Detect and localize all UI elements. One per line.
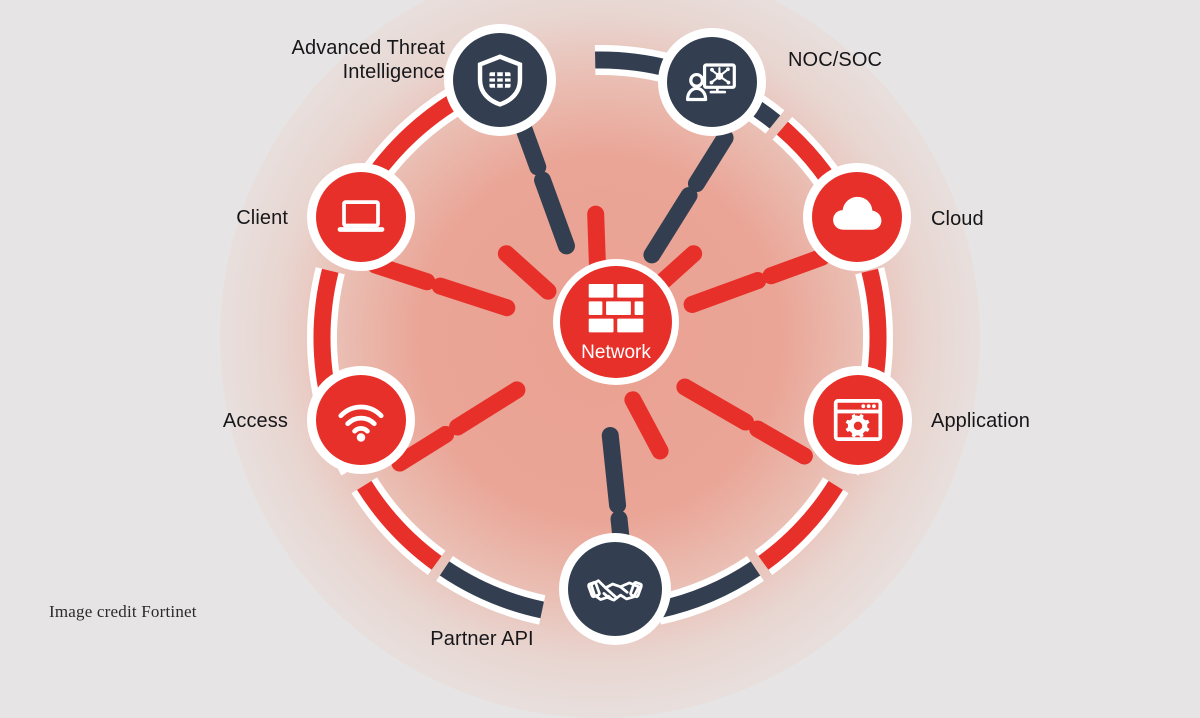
hub-network[interactable]: Network xyxy=(553,259,679,385)
label-client: Client xyxy=(236,207,288,229)
spoke-to-client-dash-1 xyxy=(367,256,436,291)
spoke-to-advanced-threat-intelligence-dash-0 xyxy=(534,171,575,255)
label-cloud: Cloud xyxy=(931,208,984,230)
spoke-to-application-dash-1 xyxy=(749,420,813,465)
ring-segment-bottom-left-navy xyxy=(439,561,545,619)
spoke-to-application-dash-0 xyxy=(676,378,754,431)
label-application: Application xyxy=(931,410,1030,432)
label-noc-soc: NOC/SOC xyxy=(788,49,883,71)
network-hub: Network xyxy=(553,259,679,385)
spoke-to-client-dash-0 xyxy=(431,277,516,317)
label-access: Access xyxy=(222,410,288,432)
ring-segment-lower-right-red xyxy=(758,480,843,570)
node-cloud[interactable] xyxy=(803,163,911,271)
spoke-upleft-red-dash-0 xyxy=(497,245,557,300)
fabric-nodes xyxy=(307,24,912,645)
spoke-up-red-dash-0 xyxy=(587,205,607,277)
spoke-to-cloud-dash-1 xyxy=(762,248,831,285)
image-credit: Image credit Fortinet xyxy=(49,602,197,621)
hub-label: Network xyxy=(581,342,651,363)
node-client[interactable] xyxy=(307,163,415,271)
node-application[interactable] xyxy=(804,366,912,474)
spoke-lines xyxy=(367,107,831,582)
ring-segment-lower-left-red xyxy=(357,480,442,570)
spoke-to-partner-api-dash-0 xyxy=(601,426,627,514)
node-advanced-threat-intelligence[interactable] xyxy=(444,24,556,136)
node-noc-soc[interactable] xyxy=(658,28,766,136)
spoke-to-noc-soc-dash-1 xyxy=(687,129,734,193)
label-advanced-threat-intelligence: Advanced Threat Intelligence xyxy=(291,37,445,84)
node-partner-api[interactable] xyxy=(559,533,671,645)
diagram-canvas: Network Advanced Threat Intelligence NOC/… xyxy=(49,0,1030,718)
node-access[interactable] xyxy=(307,366,415,474)
spoke-to-access-dash-1 xyxy=(391,425,455,472)
security-fabric-diagram: Network xyxy=(307,24,912,645)
label-partner-api: Partner API xyxy=(430,628,534,650)
spoke-to-access-dash-0 xyxy=(449,381,526,436)
spoke-to-cloud-dash-0 xyxy=(683,272,767,313)
spoke-down-red-dash-0 xyxy=(624,391,669,460)
fabric-ring xyxy=(307,45,893,625)
spoke-to-noc-soc-dash-0 xyxy=(643,187,698,264)
